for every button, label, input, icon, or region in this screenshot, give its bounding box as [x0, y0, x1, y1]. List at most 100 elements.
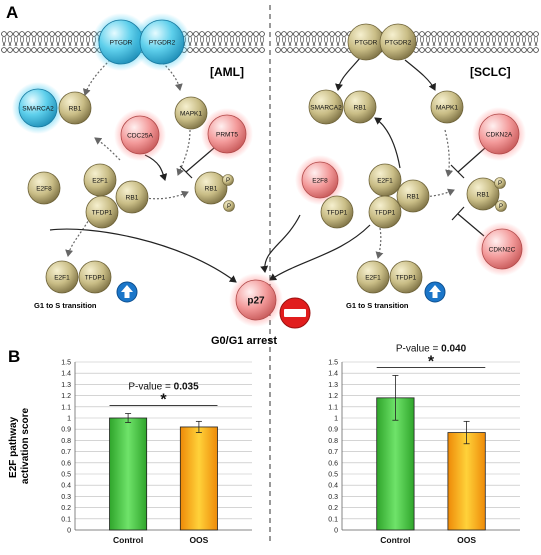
- sclc-edges: [260, 57, 486, 281]
- aml-up-arrow-icon: [116, 281, 138, 303]
- y-tick-label: 0.4: [328, 483, 338, 490]
- node-label-aml-tfdp1-bottom: TFDP1: [85, 275, 106, 282]
- pvalue-number: 0.035: [174, 382, 199, 393]
- phospho-label: P: [499, 204, 503, 210]
- edge-sclc-mapk1-rb1: [444, 129, 454, 177]
- node-label-sclc-rb1-complex: RB1: [407, 194, 420, 201]
- node-p27: p27: [229, 273, 283, 327]
- node-aml-cdc25a: CDC25A: [114, 109, 166, 161]
- node-aml-rb1-right: RB1: [194, 171, 228, 205]
- pvalue-text: P-value = 0.035: [128, 382, 199, 393]
- sclc-title: [SCLC]: [470, 65, 511, 79]
- phospho-label: P: [498, 181, 502, 187]
- bar-oos: [447, 432, 486, 531]
- node-label-aml-e2f1: E2F1: [92, 178, 108, 185]
- node-aml-ptgdr2: PTGDR2: [133, 13, 191, 71]
- node-aml-ptgdr: PTGDR: [92, 13, 150, 71]
- edge-sclc-ptgdr-smarca2: [335, 57, 361, 91]
- edge-complex-smarca2: [94, 137, 121, 161]
- node-label-sclc-e2f1-bottom: E2F1: [365, 275, 381, 282]
- node-sclc-rb1-complex: RB1: [396, 179, 430, 213]
- node-label-aml-e2f1-bottom: E2F1: [54, 275, 70, 282]
- y-axis-label-line1: E2F pathway: [8, 416, 19, 478]
- chart-1: 00.10.20.30.40.50.60.70.80.911.11.21.31.…: [61, 360, 252, 545]
- node-sclc-e2f8: E2F8: [295, 155, 345, 205]
- edge-complex-p27: [49, 228, 237, 283]
- node-aml-e2f8: E2F8: [27, 171, 61, 205]
- y-tick-label: 0.2: [328, 505, 338, 512]
- edge-sclc-ptgdr2-mapk1: [404, 59, 436, 91]
- node-label-sclc-cdkn2a: CDKN2A: [486, 132, 513, 139]
- node-sclc-tfdp1-complex: TFDP1: [368, 195, 402, 229]
- node-aml-prmt5: PRMT5: [201, 108, 253, 160]
- node-sclc-cdkn2a: CDKN2A: [472, 107, 526, 161]
- node-label-sclc-ptgdr2: PTGDR2: [385, 40, 412, 47]
- y-tick-label: 0.8: [61, 438, 71, 445]
- node-aml-tfdp1-bottom: TFDP1: [78, 260, 112, 294]
- y-tick-label: 0.1: [61, 516, 71, 523]
- node-sclc-ptgdr2: PTGDR2: [379, 23, 417, 61]
- node-label-aml-rb1-right: RB1: [205, 186, 218, 193]
- y-tick-label: 1: [67, 416, 71, 423]
- phospho-badge: P: [222, 174, 234, 186]
- y-tick-label: 1.2: [61, 393, 71, 400]
- node-aml-e2f1-bottom: E2F1: [45, 260, 79, 294]
- node-label-sclc-smarca2: SMARCA2: [310, 105, 342, 112]
- node-label-sclc-e2f8: E2F8: [312, 178, 328, 185]
- panel-b-label: B: [8, 347, 20, 366]
- node-label-aml-ptgdr2: PTGDR2: [149, 40, 176, 47]
- node-sclc-smarca2: SMARCA2: [308, 89, 344, 125]
- edge-cdkn2c-bar: [451, 206, 465, 221]
- node-label-aml-prmt5: PRMT5: [216, 132, 238, 139]
- node-sclc-e2f1: E2F1: [368, 163, 402, 197]
- significance-star: *: [428, 353, 435, 370]
- node-label-aml-mapk1: MAPK1: [180, 111, 202, 118]
- phospho-badge: P: [494, 177, 506, 189]
- pvalue-prefix: P-value =: [128, 382, 173, 393]
- y-tick-label: 0.6: [61, 460, 71, 467]
- pvalue-number: 0.040: [441, 343, 466, 354]
- y-tick-label: 0.5: [61, 472, 71, 479]
- sclc-g1s-label: G1 to S transition: [346, 301, 409, 310]
- y-tick-label: 1.5: [328, 360, 338, 367]
- node-aml-e2f1: E2F1: [83, 163, 117, 197]
- category-label: Control: [113, 535, 143, 545]
- y-tick-label: 0.4: [61, 483, 71, 490]
- node-aml-smarca2: SMARCA2: [12, 82, 64, 134]
- panel-b-charts: 00.10.20.30.40.50.60.70.80.911.11.21.31.…: [61, 343, 520, 545]
- node-label-aml-ptgdr: PTGDR: [110, 40, 133, 47]
- edge-cdkn2a-bar: [450, 164, 465, 179]
- panel-a-label: A: [6, 3, 18, 22]
- y-tick-label: 0.6: [328, 460, 338, 467]
- node-sclc-ptgdr: PTGDR: [347, 23, 385, 61]
- y-tick-label: 1.3: [61, 382, 71, 389]
- y-tick-label: 1.4: [61, 371, 71, 378]
- category-label: OOS: [189, 535, 208, 545]
- node-sclc-cdkn2c: CDKN2C: [475, 222, 529, 276]
- y-tick-label: 0.9: [328, 427, 338, 434]
- node-label-p27: p27: [247, 296, 265, 307]
- node-sclc-tfdp1-bottom: TFDP1: [389, 260, 423, 294]
- bar-oos: [179, 426, 218, 531]
- category-label: OOS: [457, 535, 476, 545]
- pvalue-prefix: P-value =: [396, 343, 441, 354]
- edge-cdkn2c-inhibit: [457, 213, 485, 237]
- y-axis-label-line2: activation score: [20, 407, 31, 484]
- node-label-sclc-e2f1: E2F1: [377, 178, 393, 185]
- node-aml-tfdp1: TFDP1: [85, 195, 119, 229]
- y-tick-label: 1.1: [61, 404, 71, 411]
- y-tick-label: 1.4: [328, 371, 338, 378]
- y-tick-label: 0.2: [61, 505, 71, 512]
- node-aml-rb1-complex: RB1: [115, 180, 149, 214]
- edge-mapk1-rb1: [176, 129, 191, 176]
- edge-ptgdr2-mapk1: [159, 59, 183, 91]
- phospho-badge: P: [223, 200, 235, 212]
- node-label-sclc-tfdp1-bottom: TFDP1: [396, 275, 417, 282]
- node-label-sclc-ptgdr: PTGDR: [355, 40, 378, 47]
- node-label-aml-rb1-complex: RB1: [126, 195, 139, 202]
- edge-sclc-complex-e2f1: [375, 227, 384, 259]
- pvalue-text: P-value = 0.040: [396, 343, 467, 354]
